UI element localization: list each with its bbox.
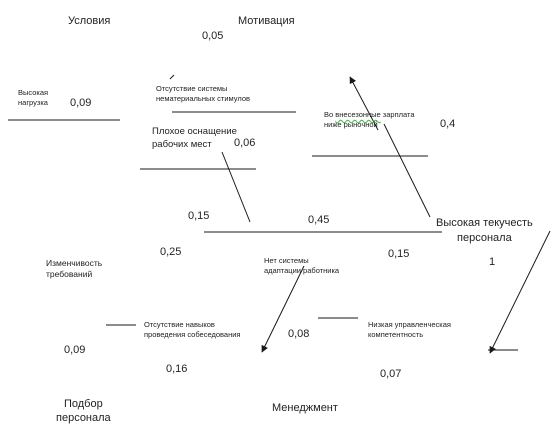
- category-management: Менеджмент: [272, 402, 338, 414]
- effect-line1: Высокая текучесть: [436, 217, 533, 229]
- cause-requirements-line1: Изменчивость: [46, 258, 103, 268]
- cause-adaptation-line2: адаптации работника: [264, 266, 340, 276]
- cause-adaptation-line1: Нет системы: [264, 256, 309, 265]
- adaptation-branch: [261, 265, 305, 353]
- cause-competence-line1: Низкая управленческая: [368, 320, 451, 329]
- cause-equipment-line1: Плохое оснащение: [152, 126, 237, 137]
- cause-salary-line2: ниже рыночной: [324, 120, 378, 130]
- cause-salary-word-1: Во: [324, 110, 334, 119]
- cause-requirements-line2: требований: [46, 269, 93, 280]
- cause-high-load: Высокая нагрузка: [18, 88, 48, 108]
- weight-high-load: 0,09: [70, 97, 92, 109]
- incentives-arrow-tick: [169, 74, 175, 80]
- cause-changing-requirements: Изменчивость требований: [46, 258, 102, 281]
- cause-salary-word-misspelled: внесезонные: [335, 110, 381, 119]
- cause-interview-line2: проведения собеседования: [144, 330, 241, 340]
- cause-high-load-line2: нагрузка: [18, 98, 48, 108]
- effect-high-turnover: Высокая текучесть персонала: [436, 216, 533, 246]
- category-hiring-line1: Подбор: [63, 398, 103, 410]
- cause-incentives-line1: Отсутствие системы: [156, 84, 228, 93]
- cause-competence-line2: компетентность: [368, 330, 424, 340]
- cause-salary-line1: Во внесезонные зарплата: [324, 110, 415, 120]
- effect-value: 1: [489, 256, 496, 268]
- weight-low-competence: 0,07: [380, 368, 402, 380]
- cause-incentives-line2: нематериальных стимулов: [156, 94, 250, 104]
- category-hiring-line2: персонала: [56, 411, 111, 424]
- weight-spine: 0,45: [308, 214, 330, 226]
- cause-equipment-line2: рабочих мест: [152, 139, 212, 151]
- equipment-branch: [221, 151, 251, 223]
- category-hiring: Подбор персонала: [56, 398, 111, 426]
- cause-high-load-line1: Высокая: [18, 88, 49, 97]
- weight-hiring: 0,09: [64, 344, 86, 356]
- weight-adaptation: 0,08: [288, 328, 310, 340]
- weight-changing-requirements: 0,25: [160, 246, 182, 258]
- motivation-arrow: [349, 76, 379, 131]
- cause-interview-line1: Отсутствие навыков: [144, 320, 215, 329]
- weight-poor-equipment: 0,06: [234, 137, 256, 149]
- weight-conditions: 0,15: [188, 210, 210, 222]
- cause-no-adaptation-system: Нет системы адаптации работника: [264, 256, 339, 276]
- weight-motivation: 0,05: [202, 30, 224, 42]
- cause-salary-word-3: зарплата: [380, 110, 415, 119]
- weight-salary: 0,4: [440, 118, 456, 130]
- salary-branch: [383, 123, 431, 218]
- cause-no-interview-skills: Отсутствие навыков проведения собеседова…: [144, 320, 241, 340]
- management-branch: [489, 230, 551, 354]
- weight-management: 0,15: [388, 248, 410, 260]
- cause-no-nonmaterial-incentives: Отсутствие системы нематериальных стимул…: [156, 84, 250, 104]
- cause-salary-below-market: Во внесезонные зарплата ниже рыночной: [324, 110, 415, 130]
- cause-poor-equipment: Плохое оснащение рабочих мест: [152, 125, 237, 152]
- category-motivation: Мотивация: [238, 15, 295, 27]
- weight-interview-skills: 0,16: [166, 363, 188, 375]
- cause-low-management-competence: Низкая управленческая компетентность: [368, 320, 451, 340]
- effect-line2: персонала: [457, 231, 512, 244]
- category-conditions: Условия: [68, 15, 111, 27]
